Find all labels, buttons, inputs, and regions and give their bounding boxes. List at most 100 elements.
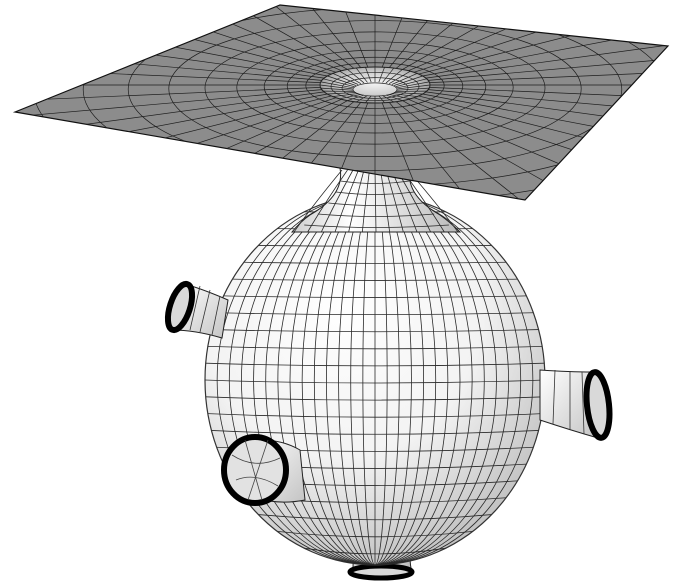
funnel-line — [327, 75, 357, 86]
plane-spoke — [15, 25, 322, 81]
sphere-parallel — [232, 278, 518, 281]
funnel-line — [395, 78, 427, 87]
funnel-line — [385, 69, 403, 84]
plane-spoke — [283, 5, 369, 68]
funnel-line — [323, 78, 355, 87]
plane-spoke — [428, 89, 668, 145]
plane-spoke — [429, 86, 668, 116]
funnel-line — [394, 92, 423, 95]
funnel-line — [396, 87, 430, 91]
plane-spoke — [388, 5, 557, 68]
funnel-line — [378, 95, 385, 103]
left-upper-tube — [164, 280, 229, 339]
funnel-line — [320, 81, 354, 89]
sphere-meridian — [374, 195, 522, 565]
sphere-meridian — [374, 195, 534, 565]
funnel-line — [319, 84, 354, 90]
plane-spoke — [418, 5, 668, 75]
plane-spoke — [15, 86, 321, 116]
sphere-parallel — [205, 379, 545, 384]
funnel-line — [382, 95, 394, 103]
sphere-parallel — [223, 295, 527, 298]
neck-ring — [317, 213, 435, 217]
plane-spoke — [408, 5, 668, 72]
neck-line — [307, 169, 348, 233]
plane-spoke — [15, 5, 337, 73]
sphere-parallel — [243, 261, 507, 264]
plane-spoke — [193, 102, 362, 200]
funnel-line — [347, 94, 365, 101]
funnel-line — [339, 70, 362, 84]
funnel-line — [332, 73, 359, 85]
plane-spoke — [422, 5, 668, 77]
funnel-line — [389, 94, 411, 100]
left-upper-tube-rim — [164, 280, 196, 334]
sphere-parallel — [207, 345, 543, 350]
right-tube — [539, 369, 613, 441]
left-lower-tube — [221, 434, 306, 506]
funnel-ring — [341, 77, 409, 99]
funnel-ring — [352, 82, 398, 97]
funnel-line — [365, 95, 372, 103]
plane-spoke — [402, 5, 668, 70]
funnel-line — [320, 87, 354, 91]
funnel-line — [327, 92, 356, 95]
sphere-parallel — [258, 245, 492, 247]
sphere-parallel — [216, 312, 534, 316]
neck-ring — [328, 202, 423, 206]
right-tube-rim — [583, 369, 613, 441]
funnel-ring — [330, 71, 420, 102]
sphere-body — [204, 194, 546, 566]
plane-spoke — [381, 5, 467, 68]
top-plane-surface — [12, 4, 670, 201]
plane-spoke — [428, 25, 668, 81]
left-lower-tube-rim — [221, 434, 289, 506]
neck-line — [293, 169, 343, 233]
plane-spoke — [106, 5, 355, 69]
plane-spoke — [425, 5, 668, 79]
plane-spoke — [15, 89, 322, 145]
funnel-line — [391, 73, 418, 85]
sphere-parallel — [207, 413, 543, 418]
sphere-parallel — [304, 547, 446, 555]
plane-spoke — [381, 102, 467, 200]
plane-spoke — [193, 5, 362, 68]
sphere-parallel — [211, 430, 539, 435]
plane-spoke — [429, 54, 668, 84]
funnel-line — [382, 67, 395, 83]
plane-spoke — [15, 54, 321, 84]
neck-line — [320, 169, 354, 233]
sphere-meridian — [228, 195, 376, 565]
funnel-line — [396, 84, 431, 90]
sphere-parallel — [205, 396, 545, 401]
neck-ring — [335, 191, 415, 195]
bottom-tube-rim — [347, 563, 415, 581]
funnel-line — [347, 69, 365, 84]
sphere-meridian — [216, 195, 376, 565]
neck-ring — [304, 224, 449, 228]
funnel-line — [388, 70, 411, 84]
funnel-line — [391, 93, 418, 97]
funnel-line — [385, 94, 403, 101]
sphere-parallel — [205, 362, 545, 367]
plane-spoke — [24, 5, 348, 70]
sphere-parallel — [258, 514, 492, 521]
funnel-line — [393, 75, 423, 86]
neck-ring — [340, 180, 410, 184]
funnel-line — [332, 93, 359, 97]
funnel-line — [356, 95, 368, 103]
funnel-line — [396, 81, 430, 89]
plane-spoke — [413, 5, 668, 73]
plane-spoke — [283, 102, 369, 200]
funnel-line — [378, 67, 385, 83]
plane-spoke — [388, 102, 557, 200]
plane-spoke — [422, 93, 668, 200]
funnel-line — [339, 94, 361, 100]
plane-spoke — [395, 5, 644, 69]
sphere-parallel — [277, 530, 473, 538]
sphere-parallel — [211, 329, 539, 333]
plane-spoke — [425, 91, 668, 174]
plane-spoke — [418, 95, 668, 200]
funnel-line — [355, 67, 368, 83]
